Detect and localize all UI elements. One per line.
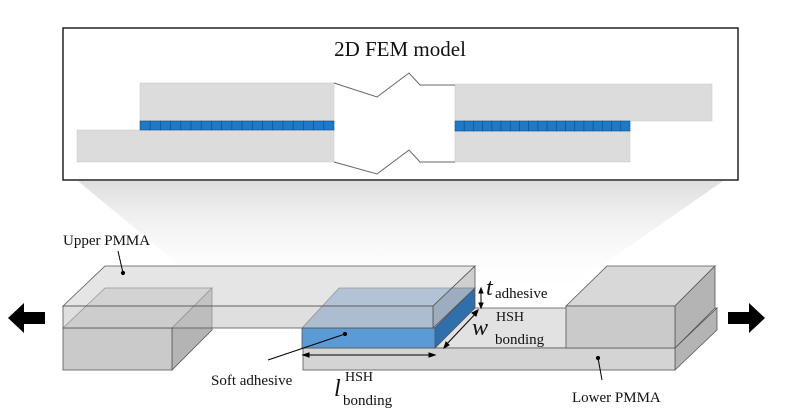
mesh-element: [574, 120, 585, 132]
mesh-element: [500, 120, 511, 132]
mesh-element: [565, 120, 576, 132]
mesh-element: [519, 120, 529, 132]
left-pull-arrow-icon: [8, 303, 45, 333]
mesh-element: [292, 120, 304, 131]
mesh-element: [556, 120, 566, 132]
specimen-3d: [62, 265, 718, 371]
mesh-element: [509, 120, 520, 132]
mesh-element: [221, 120, 233, 131]
mesh-element: [190, 120, 202, 131]
mesh-element: [528, 120, 539, 132]
mesh-element: [611, 120, 622, 132]
break-line-bottom: [333, 149, 455, 175]
w-subscript: bonding: [495, 332, 545, 348]
upper-pmma-bar: [62, 265, 476, 329]
w-symbol: w: [472, 315, 488, 341]
l-subscript: bonding: [343, 393, 393, 409]
soft-adhesive-leader: [267, 333, 346, 361]
mesh-element: [200, 120, 212, 131]
w-superscript: HSH: [496, 310, 524, 325]
mesh-element: [303, 120, 314, 131]
mesh-element: [211, 120, 222, 131]
mesh-element: [149, 120, 161, 131]
mesh-element: [491, 120, 502, 132]
mesh-element: [313, 120, 325, 131]
fem-lower-right: [454, 130, 631, 163]
mesh-element: [602, 120, 612, 132]
mesh-element: [323, 120, 335, 131]
mesh-element: [592, 120, 603, 132]
l-superscript: HSH: [345, 370, 373, 385]
mesh-element: [180, 120, 192, 131]
mesh-element: [537, 120, 548, 132]
fem-upper-right: [454, 83, 713, 122]
t-symbol: t: [486, 275, 494, 301]
fem-title: 2D FEM model: [334, 37, 466, 61]
lower-pmma-label: Lower PMMA: [572, 390, 661, 406]
fem-adhesive-mesh-right: [454, 120, 631, 132]
mesh-element: [252, 120, 263, 131]
mesh-element: [160, 120, 171, 131]
fem-upper-left: [139, 82, 335, 122]
mesh-element: [482, 120, 493, 132]
break-line-top: [333, 72, 455, 98]
lower-pmma-leader: [597, 357, 603, 381]
mesh-element: [282, 120, 294, 131]
mesh-element: [241, 120, 253, 131]
mesh-element: [272, 120, 284, 131]
t-subscript: adhesive: [495, 286, 548, 302]
fem-panel: 2D FEM model: [62, 27, 739, 181]
l-symbol: l: [334, 376, 341, 402]
mesh-element: [454, 120, 465, 132]
fem-lower-left: [76, 129, 335, 163]
soft-adhesive-label: Soft adhesive: [211, 373, 293, 389]
mesh-element: [546, 120, 557, 132]
w-dimension-arrow: [443, 310, 479, 348]
mesh-element: [231, 120, 243, 131]
mesh-element: [583, 120, 594, 132]
mesh-element: [139, 120, 151, 131]
mesh-element: [473, 120, 483, 132]
mesh-element: [170, 120, 182, 131]
right-grip-block: [565, 265, 716, 349]
mesh-element: [620, 120, 631, 132]
fem-adhesive-mesh-left: [139, 120, 335, 131]
mesh-element: [463, 120, 474, 132]
right-pull-arrow-icon: [728, 303, 765, 333]
upper-pmma-label: Upper PMMA: [63, 233, 150, 249]
mesh-element: [262, 120, 274, 131]
upper-pmma-leader: [117, 250, 124, 274]
